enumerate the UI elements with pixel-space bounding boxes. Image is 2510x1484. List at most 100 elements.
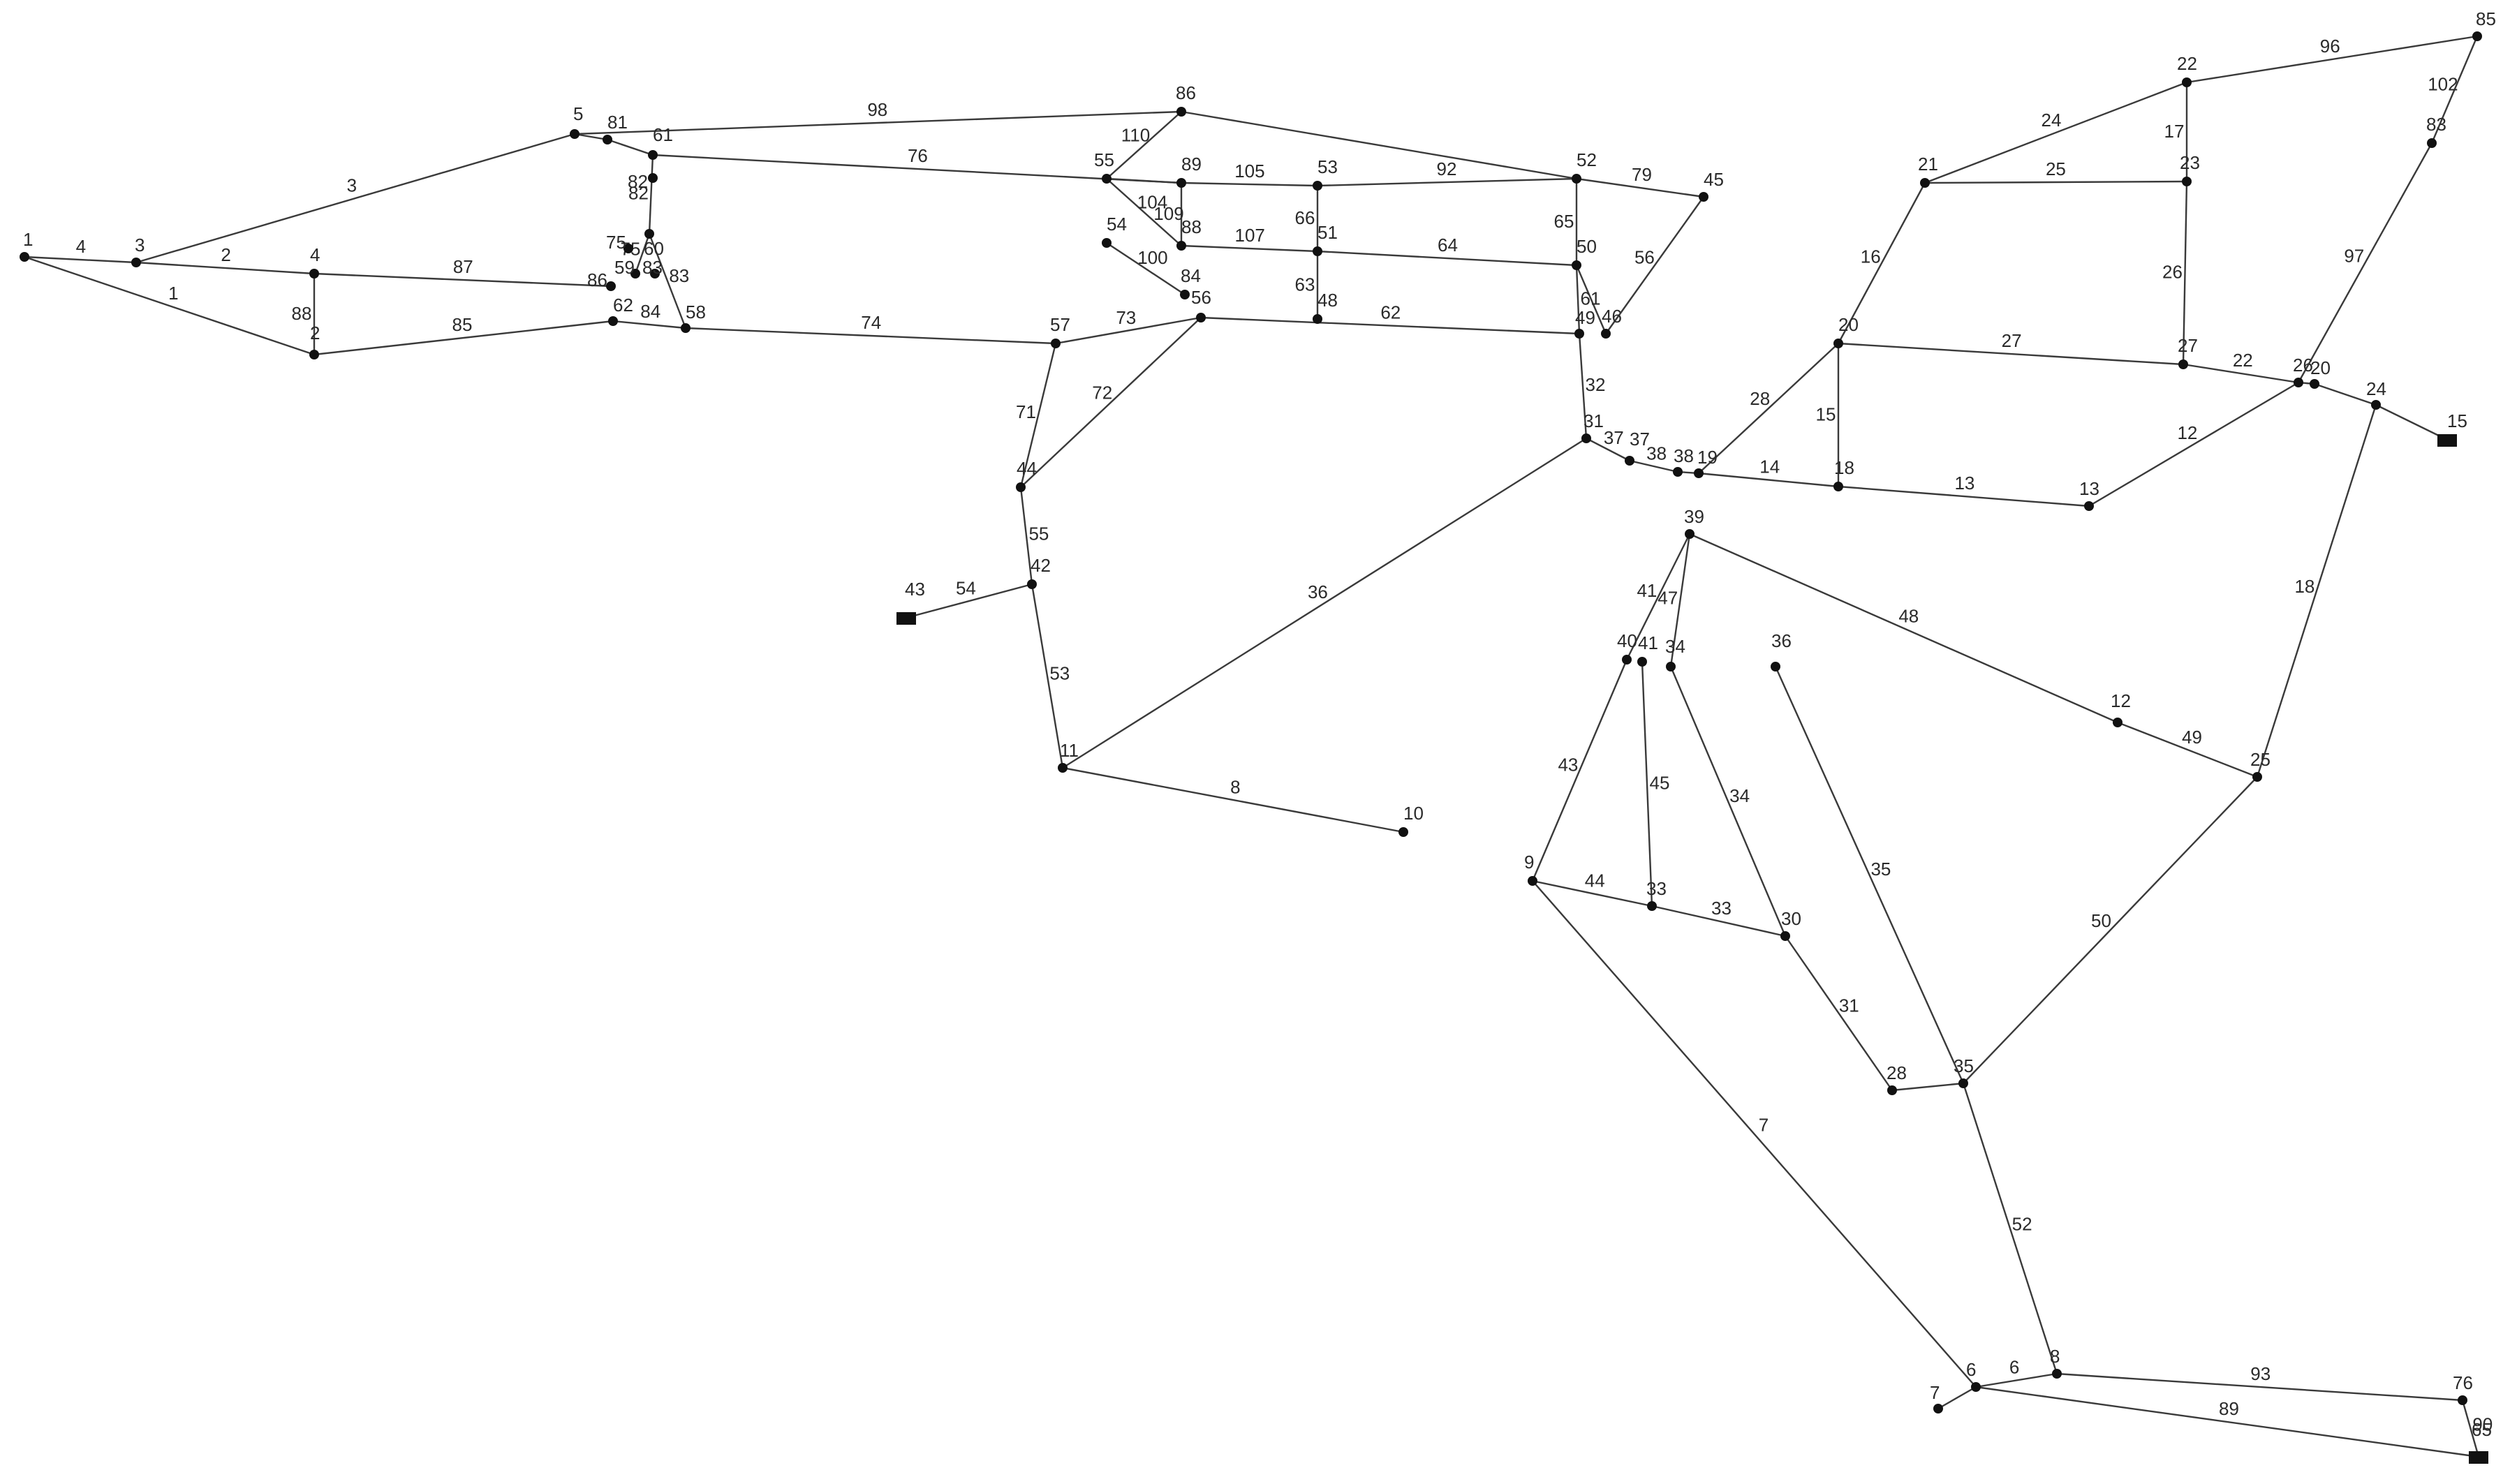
link-label: 79 (1632, 164, 1652, 185)
junction-node (1780, 931, 1790, 941)
pipe-link (648, 154, 654, 235)
link-label: 98 (867, 99, 887, 120)
junction-node (648, 173, 658, 183)
link-label: 83 (669, 265, 689, 286)
junction-node (1920, 178, 1930, 188)
junction-node (1625, 456, 1634, 466)
junction-node (2182, 77, 2192, 87)
pipe-link (1774, 666, 1965, 1084)
junction-node (644, 229, 654, 239)
link-label: 65 (1554, 211, 1574, 232)
pipe-link (652, 154, 1182, 184)
link-label: 13 (1954, 473, 1974, 494)
node-label: 31 (1583, 410, 1604, 431)
link-label: 38 (1646, 443, 1667, 464)
node-label: 56 (1191, 287, 1211, 308)
pipe-link (1062, 437, 1587, 769)
node-label: 89 (1181, 154, 1202, 175)
link-label: 33 (1711, 898, 1732, 919)
node-label: 59 (614, 257, 635, 278)
link-label: 89 (2219, 1398, 2239, 1419)
link-label: 93 (2250, 1363, 2271, 1384)
pipe-link (1698, 472, 1839, 488)
junction-node (1196, 313, 1206, 322)
link-label: 32 (1586, 374, 1606, 395)
junction-node (650, 269, 660, 279)
link-label: 34 (1729, 785, 1750, 806)
link-label: 109 (1153, 203, 1183, 224)
junction-node (603, 135, 612, 144)
pipe-link (1317, 250, 1577, 267)
junction-node (1572, 174, 1581, 184)
pipe-link (1200, 316, 1580, 335)
node-label: 15 (2447, 410, 2467, 431)
pipe-link (1055, 316, 1202, 345)
junction-node (623, 244, 633, 253)
node-label: 57 (1050, 314, 1070, 335)
link-label: 102 (2428, 74, 2458, 95)
pipe-link (2056, 1372, 2463, 1402)
node-label: 53 (1317, 156, 1338, 177)
link-label: 15 (1816, 404, 1836, 425)
link-label: 4 (76, 236, 86, 257)
tank-node (896, 612, 916, 625)
pipe-link (1532, 880, 1977, 1388)
pipe-link (313, 272, 612, 288)
link-label: 3 (347, 175, 357, 196)
pipe-link (648, 233, 687, 329)
junction-node (1398, 827, 1408, 837)
junction-node (1685, 529, 1695, 539)
nodes-layer (20, 31, 2488, 1464)
junction-node (1176, 107, 1186, 117)
link-label: 47 (1658, 588, 1678, 609)
pipe-link (1605, 196, 1704, 334)
link-label: 56 (1634, 247, 1655, 268)
junction-node (309, 269, 319, 279)
junction-node (1058, 763, 1068, 773)
link-label: 28 (1750, 388, 1770, 409)
pipe-link (2297, 142, 2433, 383)
junction-node (2458, 1395, 2467, 1405)
pipe-link (1317, 177, 1577, 187)
pipe-link (1181, 110, 1577, 180)
pipe-link (1576, 177, 1704, 198)
junction-node (20, 252, 29, 262)
junction-node (2371, 400, 2381, 410)
node-label: 30 (1781, 908, 1801, 929)
link-label: 74 (861, 312, 881, 333)
link-label: 105 (1234, 161, 1264, 181)
junction-node (2472, 31, 2482, 41)
pipe-link (1106, 242, 1186, 296)
junction-node (1833, 339, 1843, 348)
pipe-link (1019, 487, 1033, 585)
node-label: 8 (2050, 1346, 2060, 1367)
pipe-link (1785, 935, 1893, 1091)
pipe-link (2182, 181, 2188, 365)
node-label: 36 (1771, 630, 1792, 651)
junction-node (1933, 1404, 1943, 1413)
link-label: 84 (640, 301, 660, 322)
junction-node (1958, 1078, 1968, 1088)
junction-node (2310, 379, 2319, 389)
junction-node (1528, 876, 1537, 886)
pipe-link (2256, 404, 2377, 778)
pipe-link (1586, 437, 1630, 462)
link-label: 71 (1016, 401, 1036, 422)
junction-node (1102, 238, 1112, 248)
node-label: 49 (1575, 307, 1595, 328)
junction-node (2182, 177, 2192, 186)
node-label: 61 (653, 124, 673, 145)
pipe-link (906, 583, 1033, 619)
pipe-link (1963, 776, 2258, 1084)
link-label: 110 (1121, 125, 1150, 146)
link-label: 72 (1092, 382, 1112, 403)
junction-node (1016, 482, 1026, 492)
node-label: 22 (2177, 53, 2197, 74)
node-label: 84 (1181, 265, 1201, 286)
node-label: 44 (1017, 458, 1037, 479)
link-label: 63 (1295, 274, 1315, 295)
junction-node (1971, 1382, 1981, 1392)
pipe-link (1669, 533, 1691, 667)
pipe-link (2375, 403, 2448, 441)
